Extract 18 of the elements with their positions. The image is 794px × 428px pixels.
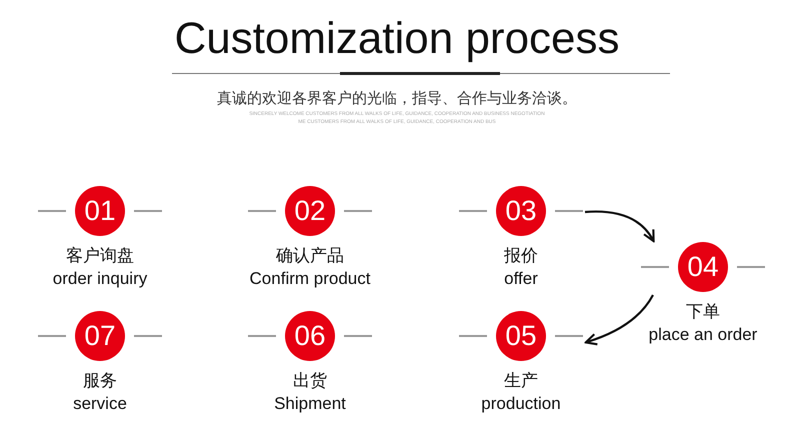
title: Customization process: [173, 13, 621, 65]
step-name-english: production: [480, 393, 562, 415]
step-name-chinese: 出货: [292, 370, 328, 392]
step-name-chinese: 客户询盘: [65, 245, 135, 267]
curved-arrow: [584, 210, 655, 242]
step-name-english: Shipment: [273, 393, 347, 415]
step-name-english: Confirm product: [248, 268, 372, 290]
step-name-chinese: 报价: [503, 245, 539, 267]
step-name-chinese: 下单: [685, 301, 721, 323]
step-name-english: order inquiry: [52, 268, 148, 290]
step-name-chinese: 生产: [503, 370, 539, 392]
step-name-chinese: 服务: [82, 370, 118, 392]
curved-arrow: [584, 294, 654, 346]
step-name-english: place an order: [648, 324, 758, 346]
step-name-english: service: [72, 393, 128, 415]
subtitle: 真诚的欢迎各界客户的光临，指导、合作与业务洽谈。: [216, 89, 578, 109]
step-name-english: offer: [503, 268, 539, 290]
step-name-chinese: 确认产品: [275, 245, 345, 267]
